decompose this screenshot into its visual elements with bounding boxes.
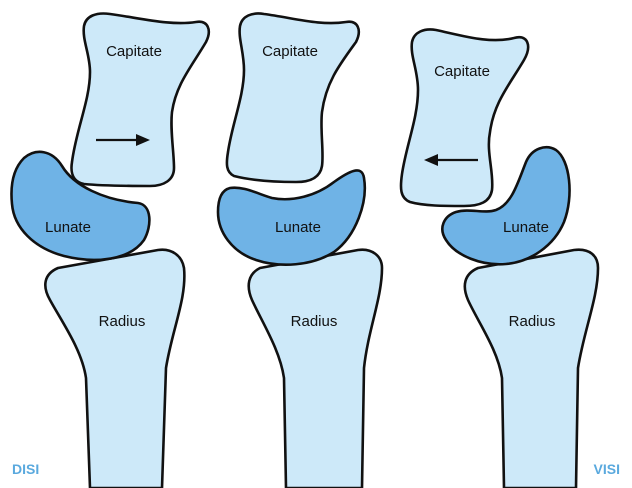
capitate-bone	[72, 14, 209, 187]
panel-disi: Radius Lunate Capitate	[12, 14, 209, 488]
lunate-bone	[218, 170, 365, 264]
lunate-label: Lunate	[275, 219, 321, 236]
capitate-bone	[227, 14, 359, 183]
lunate-label: Lunate	[45, 219, 91, 236]
radius-label: Radius	[99, 313, 146, 330]
lunate-label: Lunate	[503, 219, 549, 236]
visi-label: VISI	[594, 461, 620, 477]
radius-bone	[249, 250, 382, 488]
radius-label: Radius	[291, 313, 338, 330]
panel-normal: Radius Lunate Capitate	[218, 14, 382, 488]
capitate-label: Capitate	[106, 43, 162, 60]
radius-bone	[45, 250, 184, 488]
capitate-bone	[401, 30, 528, 207]
capitate-label: Capitate	[434, 63, 490, 80]
panel-visi: Radius Lunate Capitate	[401, 30, 598, 488]
capitate-label: Capitate	[262, 43, 318, 60]
radius-label: Radius	[509, 313, 556, 330]
radius-bone	[465, 250, 598, 488]
disi-label: DISI	[12, 461, 39, 477]
